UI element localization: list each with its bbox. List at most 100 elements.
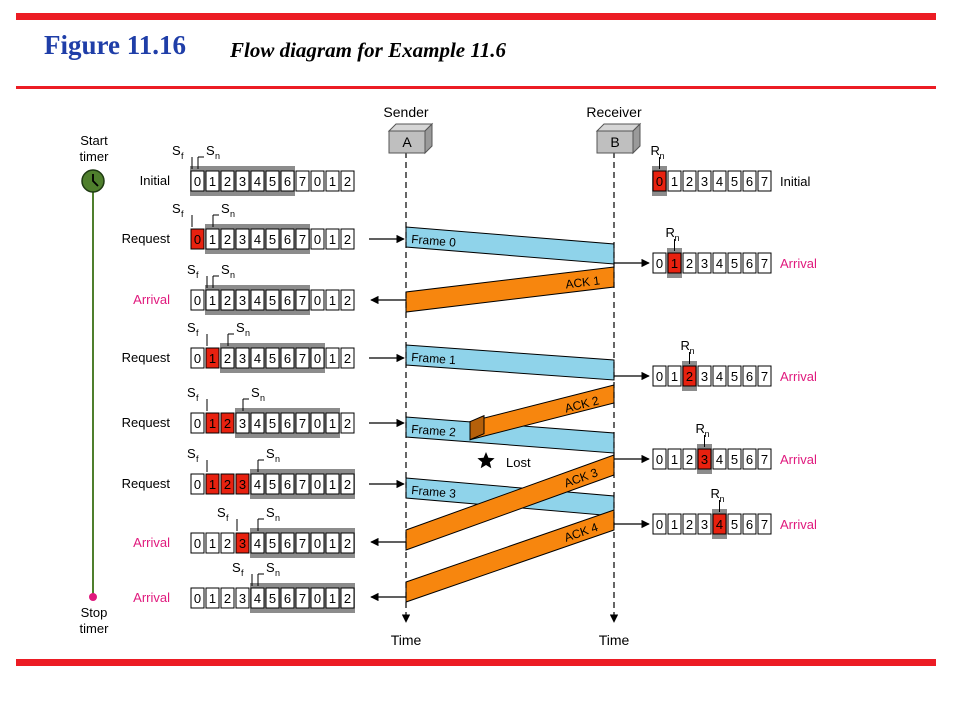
frame-label: Frame 3: [411, 483, 457, 501]
sender-window-row-slot-number: 5: [269, 477, 276, 492]
sender-window-row-slot-number: 1: [329, 232, 336, 247]
sender-window-row-slot-number: 4: [254, 232, 261, 247]
sender-window-row-label: Arrival: [133, 590, 170, 605]
sender-window-row-slot-number: 2: [344, 416, 351, 431]
sender-window-row-slot-number: 1: [329, 351, 336, 366]
frame-label: Frame 0: [411, 232, 457, 250]
sender-window-row-label: Request: [122, 476, 171, 491]
sender-window-row-slot-number: 2: [224, 174, 231, 189]
sender-window-row-slot-number: 3: [239, 416, 246, 431]
sender-window-row-slot: [250, 347, 265, 369]
receiver-window-row-rn-label-letter: R: [681, 338, 690, 353]
sender-window-row-slot: [220, 412, 235, 434]
sender-window-row-sn-label-subscript: n: [230, 209, 235, 219]
receiver-window-row-slot-number: 5: [731, 174, 738, 189]
sender-window-row-slot: [250, 587, 265, 609]
sender-window-row-slot: [220, 289, 235, 311]
sender-window-row-sf-label-subscript: f: [196, 454, 199, 464]
sender-window-row-sf-label-subscript: f: [241, 568, 244, 578]
receiver-window-row-slot-number: 5: [731, 256, 738, 271]
receiver-window-row-label: Arrival: [780, 256, 817, 271]
receiver-window-row-slot: [742, 252, 757, 274]
receiver-window-row-slot-number: 0: [656, 174, 663, 189]
receiver-window-row-slot: [757, 448, 772, 470]
sender-window-row-sn-label-letter: S: [251, 385, 260, 400]
sender-window-row-slot-number: 4: [254, 591, 261, 606]
sender-window-row-slot: [310, 473, 325, 495]
sender-window-row-slot-number: 0: [314, 232, 321, 247]
sender-window-row-slot-number: 2: [344, 477, 351, 492]
sender-window-row-sn-label-letter: S: [266, 560, 275, 575]
sender-window-row-slot-number: 6: [284, 536, 291, 551]
sender-window-row-slot: [265, 532, 280, 554]
receiver-window-row-slot: [712, 170, 727, 192]
sender-window-row-slot-number: 1: [209, 293, 216, 308]
frame-band-shape: [405, 344, 615, 381]
sender-window-row-slot: [190, 289, 205, 311]
sender-window-row-slot-number: 4: [254, 293, 261, 308]
sender-window-row-slot-number: 3: [239, 477, 246, 492]
sender-window-row-slot-number: 1: [329, 174, 336, 189]
receiver-window-row-slot: [727, 365, 742, 387]
receiver-window-row-slot-number: 3: [701, 174, 708, 189]
receiver-window-row-slot: [757, 170, 772, 192]
receiver-window-row-slot-number: 0: [656, 369, 663, 384]
sender-window-row-slot-number: 1: [329, 536, 336, 551]
sender-window-row-slot: [325, 532, 340, 554]
sender-window-row-slot-number: 6: [284, 232, 291, 247]
lost-label: Lost: [506, 455, 531, 470]
sender-window-row-slot: [190, 473, 205, 495]
sender-window-row-sf-label-subscript: f: [196, 270, 199, 280]
receiver-window-row-slot-number: 4: [716, 517, 723, 532]
sender-box-letter: A: [402, 134, 412, 150]
receiver-window-row-slot-number: 0: [656, 452, 663, 467]
receiver-window-row-slot: [712, 448, 727, 470]
header-divider-bar: [16, 86, 936, 89]
receiver-window-row-slot-number: 7: [761, 256, 768, 271]
sender-window-row-slot-number: 2: [224, 416, 231, 431]
sender-window-row-slot-number: 7: [299, 351, 306, 366]
sender-window-row-slot-number: 2: [344, 591, 351, 606]
receiver-window-row-slot: [652, 252, 667, 274]
sender-window-row-slot: [340, 228, 355, 250]
sender-window-row-slot-number: 7: [299, 536, 306, 551]
receiver-window-row-slot: [652, 365, 667, 387]
receiver-title: Receiver: [586, 104, 642, 120]
receiver-window-row-slot: [742, 365, 757, 387]
sender-window-row-slot-number: 3: [239, 536, 246, 551]
sender-window-row-sf-label-subscript: f: [181, 209, 184, 219]
sender-window-row-slot-number: 0: [194, 477, 201, 492]
sender-window-row-slot-number: 1: [209, 174, 216, 189]
receiver-window-row-rn-label-letter: R: [711, 486, 720, 501]
receiver-window-row-slot: [757, 252, 772, 274]
sender-window-row-slot: [340, 532, 355, 554]
frame-band: Frame 1: [405, 344, 615, 381]
receiver-window-row-label: Arrival: [780, 517, 817, 532]
sender-window-row-sf-label-subscript: f: [196, 393, 199, 403]
sender-window-row-slot: [340, 473, 355, 495]
sender-window-row-sn-label-letter: S: [206, 143, 215, 158]
ack-band: ACK 1: [405, 266, 615, 313]
sender-window-row-slot-number: 0: [314, 293, 321, 308]
sender-window-row-slot-number: 5: [269, 591, 276, 606]
sender-window-row-slot-number: 2: [344, 536, 351, 551]
sender-window-row-label: Initial: [140, 173, 170, 188]
sender-window-row-slot: [235, 532, 250, 554]
sender-window-row-slot-number: 0: [314, 477, 321, 492]
sender-window-row-slot: [295, 289, 310, 311]
sender-window-row-slot: [295, 228, 310, 250]
receiver-window-row-slot: [712, 252, 727, 274]
sender-window-row-slot-number: 7: [299, 293, 306, 308]
sender-window-row-slot-number: 5: [269, 174, 276, 189]
sender-window-row-slot-number: 4: [254, 536, 261, 551]
sender-window-row-sf-label-letter: S: [187, 320, 196, 335]
sender-window-row-slot: [310, 289, 325, 311]
